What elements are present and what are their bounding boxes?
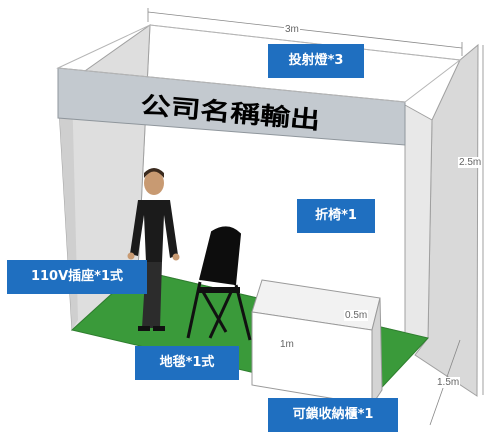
dimension-height-label: 2.5m: [458, 157, 483, 168]
chair-label: 折椅*1: [297, 199, 375, 233]
fascia-top: [56, 24, 462, 103]
right-wall-front: [404, 104, 433, 356]
folding-chair: [186, 226, 252, 341]
socket-label: 110V插座*1式: [7, 260, 147, 294]
dimension-counter-depth-label: 0.5m: [344, 310, 369, 321]
person-figure: [127, 168, 180, 331]
carpet-label: 地毯*1式: [135, 346, 239, 380]
storage-cabinet: [251, 279, 383, 407]
dimension-depth-label: 1.5m: [436, 377, 461, 388]
cabinet-label: 可鎖收納櫃*1: [268, 398, 398, 432]
dimension-counter-width-label: 1m: [279, 339, 295, 350]
dimension-width-label: 3m: [284, 24, 300, 35]
spotlight-label: 投射燈*3: [268, 44, 364, 78]
